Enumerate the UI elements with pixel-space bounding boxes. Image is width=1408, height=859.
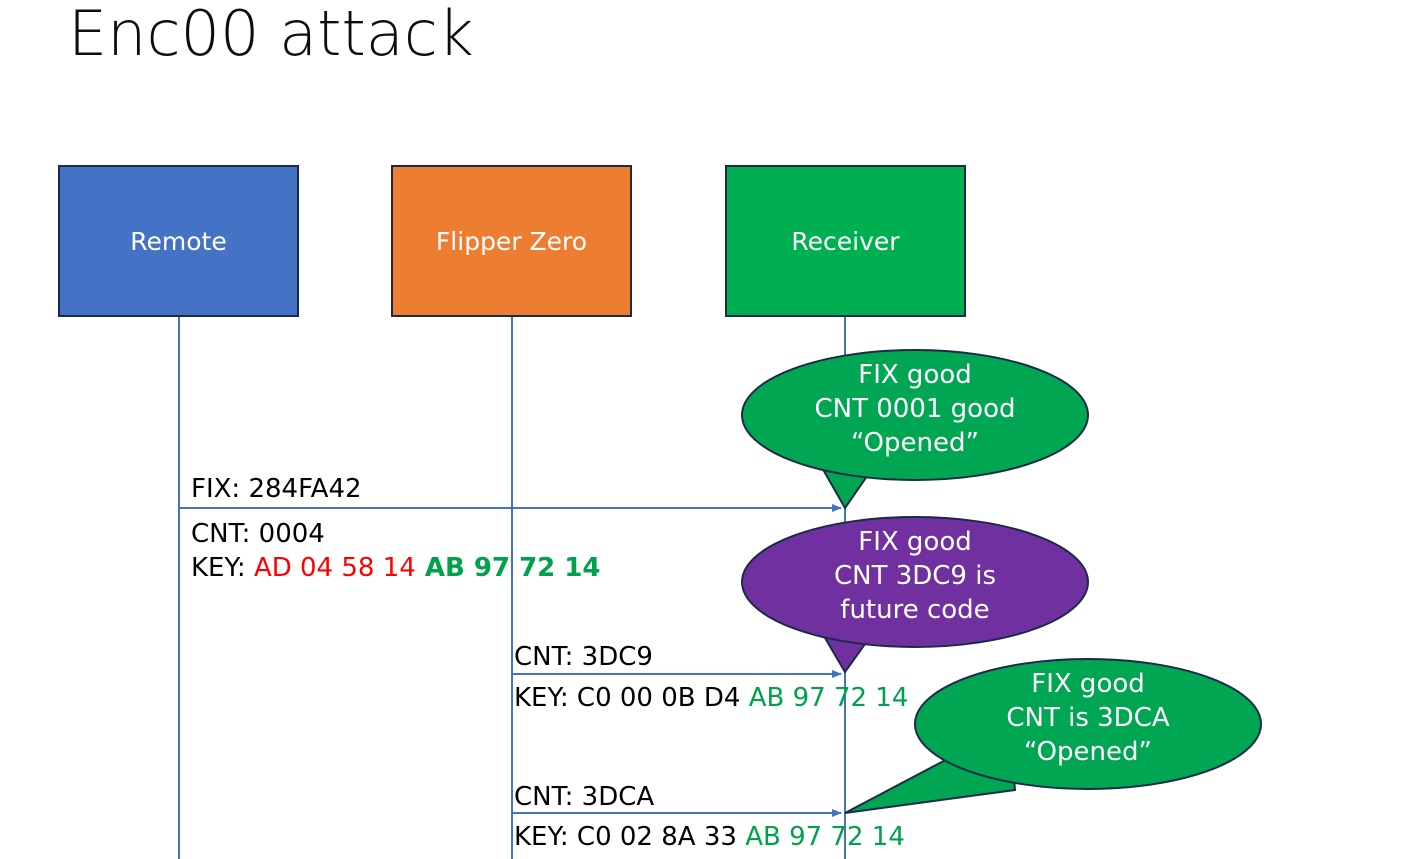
message-text-cnt: CNT: 3DCA	[514, 782, 655, 812]
callout-bubble-2[interactable]	[741, 516, 1089, 674]
message-label-1-fix: FIX: 284FA42	[191, 472, 362, 506]
callout-bubble-3[interactable]	[844, 658, 1262, 814]
callout-bubble-2-body	[741, 516, 1089, 648]
key-segment-green: AB 97 72 14	[748, 683, 909, 713]
key-prefix: KEY: C0 02 8A 33	[514, 822, 746, 852]
key-segment-green: AB 97 72 14	[415, 553, 601, 583]
message-text-cnt: CNT: 3DC9	[514, 642, 653, 672]
key-prefix: KEY:	[191, 553, 254, 583]
key-segment-green: AB 97 72 14	[745, 822, 905, 852]
callout-bubble-1-body	[741, 349, 1089, 481]
callout-bubble-1[interactable]	[741, 349, 1089, 510]
key-segment-red: AD 04 58 14	[253, 553, 416, 583]
message-label-1-cnt: CNT: 0004	[191, 517, 325, 551]
message-label-3-cnt: CNT: 3DCA	[514, 780, 654, 814]
message-text-cnt: CNT: 0004	[191, 519, 325, 549]
message-label-2-cnt: CNT: 3DC9	[514, 640, 653, 674]
participant-label-flipper: Flipper Zero	[435, 226, 588, 256]
callout-bubble-3-body	[914, 658, 1262, 790]
message-text-fix: FIX: 284FA42	[191, 474, 362, 504]
participant-box-remote[interactable]: Remote	[58, 165, 299, 317]
participant-label-remote: Remote	[130, 226, 227, 256]
key-prefix: KEY: C0 00 0B D4	[514, 683, 749, 713]
message-label-3-key: KEY: C0 02 8A 33 AB 97 72 14	[514, 820, 905, 854]
participant-label-receiver: Receiver	[791, 226, 900, 256]
message-label-1-key: KEY: AD 04 58 14 AB 97 72 14	[191, 551, 601, 585]
participant-box-flipper[interactable]: Flipper Zero	[391, 165, 632, 317]
page-title: Enc00 attack	[68, 0, 474, 70]
participant-box-receiver[interactable]: Receiver	[725, 165, 966, 317]
message-label-2-key: KEY: C0 00 0B D4 AB 97 72 14	[514, 681, 908, 715]
